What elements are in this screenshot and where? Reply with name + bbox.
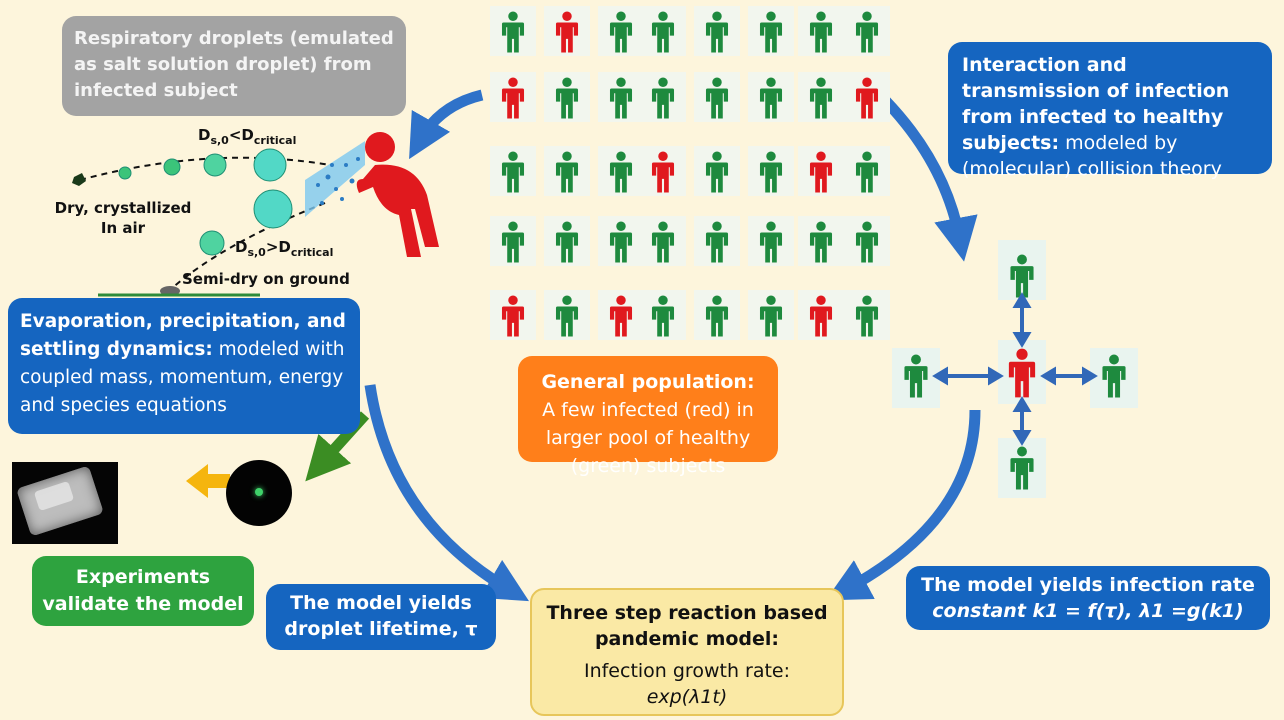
droplet — [253, 189, 293, 229]
interaction-body: modeled by (molecular) collision theory — [962, 132, 1222, 180]
infected-person-icon — [808, 151, 834, 193]
healthy-person-icon — [554, 151, 580, 193]
droplet — [118, 166, 132, 180]
healthy-person-icon — [500, 11, 526, 53]
interaction-heading: Interaction and transmission of infectio… — [962, 54, 1230, 154]
healthy-person-icon — [608, 221, 634, 263]
infected-person-icon — [500, 295, 526, 337]
healthy-person-icon — [704, 151, 730, 193]
infected-person-coughing — [356, 132, 439, 257]
infected-person-icon — [854, 77, 880, 119]
evaporation-box: Evaporation, precipitation, and settling… — [8, 298, 360, 434]
droplet — [163, 158, 181, 176]
healthy-person-icon — [554, 77, 580, 119]
arrow-to-crystal — [186, 464, 230, 498]
healthy-person-icon — [758, 221, 784, 263]
pandemic-model-line2: exp(λ1t) — [646, 686, 728, 708]
arrow-interaction-to-center — [825, 409, 981, 601]
healthy-person-icon — [500, 221, 526, 263]
healthy-person-icon — [608, 77, 634, 119]
healthy-person-icon — [608, 151, 634, 193]
pandemic-model-box: Three step reaction based pandemic model… — [530, 588, 844, 716]
label-semi-dry: Semi-dry on ground — [182, 270, 350, 288]
droplet — [253, 148, 287, 182]
pandemic-model-title: Three step reaction based pandemic model… — [546, 602, 828, 650]
droplet-lifetime-text: The model yields droplet lifetime, τ — [284, 592, 478, 640]
droplets-box: Respiratory droplets (emulated as salt s… — [62, 16, 406, 116]
healthy-person-icon — [808, 77, 834, 119]
droplet-path-upper — [79, 156, 331, 181]
label-ds-less-critical: Ds,0<Dcritical — [198, 126, 297, 147]
healthy-person-icon — [854, 295, 880, 337]
healthy-person-icon — [854, 151, 880, 193]
healthy-person-icon — [758, 295, 784, 337]
healthy-person-icon — [500, 151, 526, 193]
label-ds-greater-critical: Ds,0>Dcritical — [235, 238, 334, 259]
rate-constant-line2: constant k1 = f(τ), λ1 =g(k1) — [932, 600, 1244, 622]
infected-person-icon — [650, 151, 676, 193]
interaction-box: Interaction and transmission of infectio… — [948, 42, 1272, 180]
experiments-box: Experiments validate the model — [32, 556, 254, 626]
arrow-evap-to-center — [364, 384, 529, 602]
healthy-person-icon — [608, 11, 634, 53]
experiments-text: Experiments validate the model — [42, 566, 244, 615]
healthy-person-icon — [554, 221, 580, 263]
crystal-photo — [12, 462, 118, 544]
healthy-person-icon — [704, 11, 730, 53]
healthy-person-icon — [704, 77, 730, 119]
healthy-person-icon — [650, 221, 676, 263]
rate-constant-box: The model yields infection rate constant… — [906, 566, 1270, 630]
spray-dots — [316, 157, 360, 205]
healthy-person-icon — [554, 295, 580, 337]
healthy-person-icon — [758, 77, 784, 119]
healthy-person-icon — [854, 221, 880, 263]
droplet — [203, 153, 227, 177]
population-grid — [472, 0, 892, 350]
general-population-box: General population: A few infected (red)… — [518, 356, 778, 477]
healthy-person-icon — [704, 221, 730, 263]
rate-constant-line1: The model yields infection rate — [921, 574, 1255, 596]
healthy-person-icon — [650, 11, 676, 53]
healthy-person-icon — [758, 151, 784, 193]
healthy-person-icon — [854, 11, 880, 53]
droplet — [199, 230, 225, 256]
arrow-to-interaction — [876, 91, 978, 262]
interaction-cross — [890, 240, 1140, 500]
healthy-person-icon — [704, 295, 730, 337]
pandemic-model-line1: Infection growth rate: — [583, 660, 791, 682]
droplet-illustration — [72, 132, 439, 297]
general-population-body: A few infected (red) in larger pool of h… — [542, 399, 754, 477]
droplet-path-lower — [169, 202, 326, 291]
general-population-heading: General population: — [541, 371, 755, 393]
infected-person-icon — [808, 295, 834, 337]
healthy-person-icon — [808, 221, 834, 263]
dry-crystal — [72, 173, 86, 186]
arrow-to-droplet-figure — [409, 89, 484, 160]
healthy-person-icon — [808, 11, 834, 53]
droplet-lifetime-box: The model yields droplet lifetime, τ — [266, 584, 496, 650]
evaporation-body: modeled with coupled mass, momentum, ene… — [20, 339, 345, 416]
healthy-person-icon — [650, 77, 676, 119]
healthy-person-icon — [758, 11, 784, 53]
droplets-text: Respiratory droplets (emulated as salt s… — [74, 28, 394, 101]
healthy-person-icon — [650, 295, 676, 337]
droplet-photo — [226, 460, 292, 526]
collision-arrows — [932, 292, 1098, 446]
evaporation-heading: Evaporation, precipitation, and settling… — [20, 311, 346, 360]
infected-person-icon — [554, 11, 580, 53]
label-dry-crystallized: Dry, crystallized In air — [54, 199, 192, 237]
infected-person-icon — [500, 77, 526, 119]
spray-cone — [305, 141, 365, 217]
infected-person-icon — [608, 295, 634, 337]
